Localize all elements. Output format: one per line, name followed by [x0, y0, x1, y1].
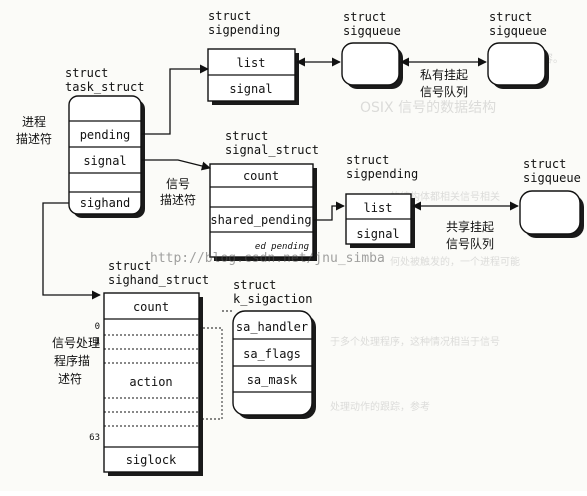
sighand-struct-caption-line1: 信号处理: [52, 336, 100, 350]
task-struct-caption-line1: 进程: [22, 114, 46, 129]
signal-struct-caption-line1: 信号: [166, 177, 190, 191]
sighand-struct-field-count: count: [133, 300, 169, 314]
sigpending-top-field-signal: signal: [229, 82, 272, 96]
action-to-k-sigaction-brace: [199, 327, 223, 420]
task-struct-field-pending: pending: [80, 128, 131, 142]
signal-struct-field-count: count: [243, 169, 279, 183]
sigqueue-mid-header-line1: struct: [523, 157, 566, 171]
sighand-struct-field-siglock: siglock: [126, 453, 177, 467]
task-struct-box: [68, 95, 142, 215]
sigqueue-top-right-header-line2: sigqueue: [489, 24, 547, 38]
k-sigaction-field-sa-flags: sa_flags: [243, 347, 301, 361]
sighand-struct-header-line1: struct: [108, 259, 151, 273]
sighand-struct-field-action: action: [129, 375, 172, 389]
task-struct-header-line1: struct: [65, 66, 108, 80]
sighand-struct-caption-line2: 程序描: [54, 353, 90, 368]
sighand-struct-box: [103, 292, 200, 473]
k-sigaction: struct k_sigaction sa_handler sa_flags s…: [232, 278, 316, 419]
signal-struct-field-partial: ed pending: [255, 242, 310, 252]
sigqueue-top-left-header-line1: struct: [343, 10, 386, 24]
signal-struct-header-line1: struct: [225, 129, 268, 143]
sigqueue-top-left: struct sigqueue: [341, 10, 403, 89]
background-bleed-text: 的内容。 OSIX 信号的数据结构 的结构体都相关信号相关 何处被触发的，一个进…: [330, 51, 564, 413]
signal-to-signal-struct-arrow: [141, 159, 211, 171]
shared-queue-label-line2: 信号队列: [446, 236, 494, 251]
svg-text:的结构体都相关信号相关: 的结构体都相关信号相关: [390, 190, 500, 203]
svg-text:于多个处理程序，这种情况相当于信号: 于多个处理程序，这种情况相当于信号: [330, 335, 500, 348]
sighand-struct-caption-line3: 述符: [58, 371, 82, 386]
pending-to-sigpending-arrow: [141, 64, 209, 135]
task-struct-header-line2: task_struct: [65, 80, 144, 94]
sigqueue-mid-box: [519, 190, 581, 235]
sigpending-top-field-list: list: [237, 56, 266, 70]
watermark-text: http://blog.csdn.net/jnu_simba: [150, 251, 385, 266]
k-sigaction-box: [232, 310, 313, 416]
sigqueue-top-right-header-line1: struct: [489, 10, 532, 24]
connectors: [42, 57, 519, 420]
sighand-index-label-63: 63: [89, 433, 100, 443]
sighand-index-label-1: 1: [95, 337, 100, 347]
sigqueue-mid: struct sigqueue: [519, 157, 584, 238]
sigpending-top: struct sigpending list signal: [207, 9, 299, 105]
svg-text:OSIX 信号的数据结构: OSIX 信号的数据结构: [360, 100, 496, 116]
sigpending-top-header-line2: sigpending: [208, 23, 280, 37]
signal-struct-box: [209, 163, 314, 258]
shared-pending-to-sigpending-arrow: [313, 201, 345, 221]
signal-struct-caption-line2: 描述符: [160, 192, 196, 207]
sigqueue-top-left-header-line2: sigqueue: [343, 24, 401, 38]
sigqueue-top-right: struct sigqueue: [487, 10, 549, 89]
k-sigaction-field-sa-mask: sa_mask: [247, 373, 298, 387]
sigpending-mid-header-line2: sigpending: [346, 167, 418, 181]
sigqueue-top-left-box: [341, 42, 400, 86]
sigpending-mid-header-line1: struct: [346, 153, 389, 167]
svg-text:处理动作的跟踪，参考: 处理动作的跟踪，参考: [330, 400, 430, 413]
task-struct-field-sighand: sighand: [80, 196, 131, 210]
sighand-index-label-0: 0: [95, 322, 100, 332]
task-struct: struct task_struct 进程 描述符 pending signal…: [16, 66, 145, 218]
sigqueue-mid-header-line2: sigqueue: [523, 171, 581, 185]
private-queue-label-line2: 信号队列: [420, 84, 468, 99]
sigpending-mid-field-list: list: [364, 201, 393, 215]
task-struct-field-signal: signal: [83, 154, 126, 168]
sighand-struct-header-line2: sighand_struct: [108, 273, 209, 287]
signal-struct: struct signal_struct 信号 描述符 count shared…: [160, 129, 319, 261]
sigpending-mid: struct sigpending list signal: [345, 153, 418, 248]
svg-text:何处被触发的，一个进程可能: 何处被触发的，一个进程可能: [390, 255, 520, 268]
sighand-struct: struct sighand_struct 信号处理 程序描 述符 count …: [52, 259, 209, 476]
sighand-to-sighand-struct-arrow: [42, 202, 101, 300]
shared-queue-label-line1: 共享挂起: [446, 219, 494, 234]
sigpending-mid-field-signal: signal: [356, 227, 399, 241]
k-sigaction-header-line1: struct: [233, 278, 276, 292]
sigpending-top-header-line1: struct: [208, 9, 251, 23]
signal-struct-field-shared-pending: shared_pending: [210, 213, 311, 227]
k-sigaction-header-line2: k_sigaction: [233, 292, 312, 306]
k-sigaction-field-sa-handler: sa_handler: [236, 320, 308, 334]
task-struct-caption-line2: 描述符: [16, 131, 52, 146]
private-queue-label-line1: 私有挂起: [420, 68, 468, 82]
signal-struct-header-line2: signal_struct: [225, 143, 319, 157]
sigqueue-top-right-box: [487, 42, 546, 86]
